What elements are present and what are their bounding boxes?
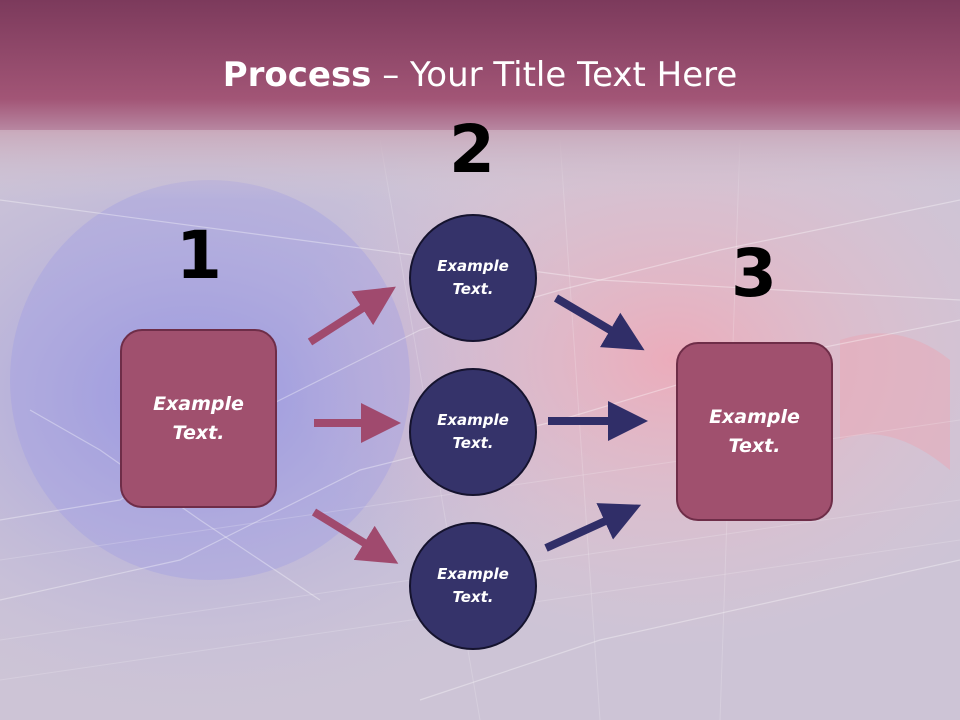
step-number-1: 1 xyxy=(176,217,222,294)
box-left-line-2: Text. xyxy=(172,421,225,444)
title-rest: – Your Title Text Here xyxy=(371,55,738,95)
arrow-bottom-to-right-box xyxy=(544,503,642,552)
circle-top-line-1: Example xyxy=(437,257,509,275)
process-circle-bottom: Example Text. xyxy=(409,522,537,650)
circle-bottom-line-1: Example xyxy=(437,565,509,583)
box-left-line-1: Example xyxy=(153,392,244,415)
step-number-2: 2 xyxy=(449,111,495,188)
circle-top-line-2: Text. xyxy=(452,280,494,298)
circle-middle-line-2: Text. xyxy=(452,434,494,452)
process-circle-middle: Example Text. xyxy=(409,368,537,496)
step-number-3: 3 xyxy=(731,235,777,312)
circle-middle-line-1: Example xyxy=(437,411,509,429)
arrow-to-top-circle xyxy=(307,286,396,346)
slide-title: Process – Your Title Text Here xyxy=(0,52,960,98)
arrow-to-bottom-circle xyxy=(311,508,399,564)
process-box-right: Example Text. xyxy=(676,342,833,521)
title-bold: Process xyxy=(222,55,372,95)
process-circle-top: Example Text. xyxy=(409,214,537,342)
box-right-line-1: Example xyxy=(709,405,800,428)
circle-bottom-line-2: Text. xyxy=(452,588,494,606)
arrow-top-to-right-box xyxy=(553,294,645,351)
box-right-line-2: Text. xyxy=(728,434,781,457)
process-box-left: Example Text. xyxy=(120,329,277,508)
